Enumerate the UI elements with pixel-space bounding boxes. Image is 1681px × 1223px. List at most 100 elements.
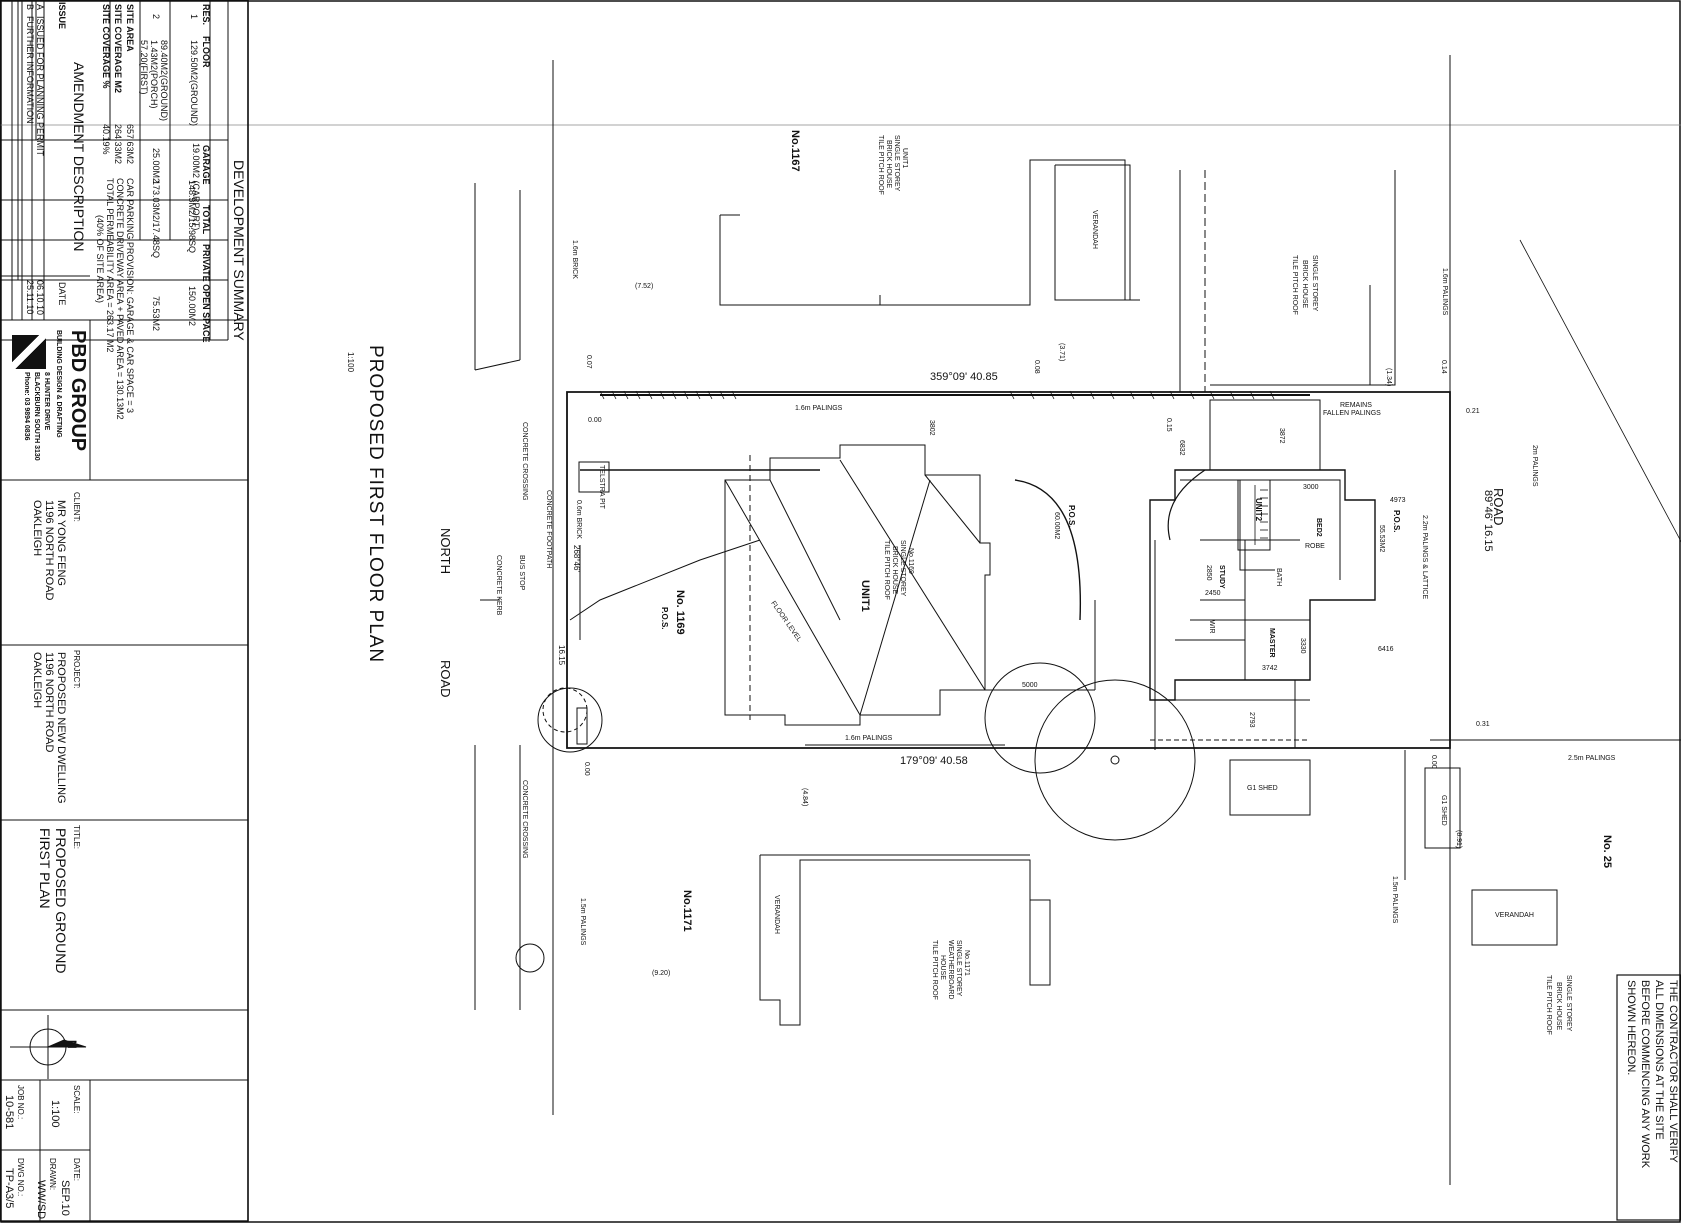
fallen-palings-label: FALLEN PALINGS [1323, 410, 1381, 417]
offset-008: 0.08 [1033, 360, 1040, 374]
house-25-line-3: TILE PITCH ROOF [1545, 975, 1552, 1035]
amend-a-desc: ISSUED FOR PLANNING PERMIT [35, 16, 45, 157]
room-study: STUDY [1218, 565, 1225, 589]
dim-2793: 2793 [1248, 712, 1255, 728]
amend-a-issue: A [35, 4, 45, 11]
house-1169-line-4: TILE PITCH ROOF [883, 540, 890, 600]
table-header-garage: GARAGE [201, 145, 211, 185]
drawn-label: DRAWN: [48, 1158, 57, 1191]
title-label: TITLE: [72, 825, 81, 850]
title-line-1: PROPOSED GROUND [53, 828, 69, 974]
job-value: 10-581 [3, 1095, 15, 1130]
verandah-25: VERANDAH [1495, 912, 1534, 919]
telstra-pit: TELSTRA PIT [598, 465, 605, 509]
pos-unit1-area: 60.00M2 [1053, 512, 1060, 540]
gi-shed-vertical: G1 SHED [1440, 795, 1447, 826]
note-car-parking: CAR PARKING PROVISION: GARAGE & CAR SPAC… [125, 178, 135, 413]
brick-16-label: 1.6m BRICK [571, 240, 578, 279]
dim-6416: 6416 [1378, 646, 1394, 653]
house-1171-line-4: HOUSE [939, 955, 946, 980]
table-header-floor: FLOOR [201, 36, 211, 68]
notice-line-1: THE CONTRACTOR SHALL VERIFY [1667, 980, 1679, 1163]
offset-000-tree: 0.00 [583, 762, 590, 776]
dim-2450: 2450 [1205, 590, 1221, 597]
dim-3000: 3000 [1303, 484, 1319, 491]
house-top-line-3: TILE PITCH ROOF [1291, 255, 1298, 315]
notice-line-3: BEFORE COMMENCING ANY WORK [1639, 980, 1651, 1169]
neighbour-dim-920: (9.20) [652, 970, 671, 977]
dim-3872: 3872 [1278, 428, 1285, 444]
remains-label: REMAINS [1340, 402, 1372, 409]
project-line-2: 1196 NORTH ROAD [43, 652, 55, 753]
dim-5000: 5000 [1022, 682, 1038, 689]
concrete-crossing-top: CONCRETE CROSSING [521, 422, 528, 501]
lot-1167-label: No.1167 [789, 130, 801, 172]
table-header-res: RES. [201, 4, 211, 26]
room-bath: BATH [1275, 568, 1282, 587]
client-line-1: MR YONG FENG [55, 500, 67, 586]
house-top-line-2: BRICK HOUSE [1301, 260, 1308, 309]
plan-title: PROPOSED FIRST FLOOR PLAN [365, 345, 386, 664]
unit-1167-line-2: SINGLE STOREY [893, 135, 900, 192]
company-logo-icon [12, 335, 46, 369]
bearing-bottom: 179°09' 40.58 [900, 755, 968, 767]
site-coverage-pct-value: 40.19% [101, 124, 111, 155]
offset-000-left: 0.00 [588, 417, 602, 424]
amend-a-date: 06.10.10 [35, 280, 45, 316]
neighbour-dim-484: (4.84) [801, 788, 808, 807]
date-label: DATE: [72, 1158, 81, 1181]
house-25-line-2: BRICK HOUSE [1555, 982, 1562, 1031]
room-bed2: BED2 [1315, 518, 1322, 537]
bearing-left: 268°46' [572, 545, 581, 572]
site-area-value: 657.63M2 [125, 124, 135, 165]
dim-left: 16.15 [557, 645, 566, 666]
offset-031: 0.31 [1476, 721, 1490, 728]
house-1171-line-1: No.1171 [963, 950, 970, 976]
house-25-line-1: SINGLE STOREY [1565, 975, 1572, 1032]
row2-floor-porch: 1.43M2(PORCH) [149, 40, 159, 109]
neighbour-dim-752: (7.52) [635, 283, 654, 290]
verandah-1171: VERANDAH [773, 895, 780, 934]
client-line-2: 1196 NORTH ROAD [43, 500, 55, 601]
palings-22: 2.2m PALINGS & LATTICE [1421, 515, 1428, 600]
row1-pos: 150.00M2 [187, 286, 197, 327]
concrete-footpath: CONCRETE FOOTPATH [545, 490, 552, 569]
offset-007: 0.07 [585, 355, 592, 369]
house-top-line-1: SINGLE STOREY [1311, 255, 1318, 312]
pos-unit1-label: P.O.S. [1067, 505, 1076, 528]
offset-015: 0.15 [1165, 418, 1172, 432]
gi-shed-right: G1 SHED [1247, 785, 1278, 792]
company-phone: Phone: 03 9894 0836 [23, 372, 30, 441]
site-coverage-m2-value: 264.33M2 [113, 124, 123, 165]
palings-top: 1.6m PALINGS [795, 405, 843, 412]
note-permeability-pct: (40% OF SITE AREA) [95, 215, 105, 304]
house-1169-line-2: SINGLE STOREY [899, 540, 906, 597]
lot-1171-label: No.1171 [681, 890, 693, 932]
brick-06-label: 0.6m BRICK [575, 500, 582, 539]
company-sub: BUILDING DESIGN & DRAFTING [55, 330, 62, 438]
job-label: JOB NO.: [16, 1085, 25, 1120]
amend-header-issue: ISSUE [57, 2, 67, 30]
dim-3742: 3742 [1262, 665, 1278, 672]
table-header-total: TOTAL [201, 205, 211, 235]
palings-15: 1.5m PALINGS [579, 898, 586, 946]
row1-total: 148.5M2/15.98SQ [187, 180, 197, 254]
bearing-top: 359°09' 40.85 [930, 371, 998, 383]
notice-line-2: ALL DIMENSIONS AT THE SITE [1653, 980, 1665, 1140]
palings-16-top-right: 1.6m PALINGS [1441, 268, 1448, 316]
company-addr1: 8 HUNTER DRIVE [43, 372, 50, 431]
palings-15-right: 1.5m PALINGS [1391, 876, 1398, 924]
concrete-kerb: CONCRETE KERB [495, 555, 502, 616]
bearing-right: 89°46' 16.15 [1482, 490, 1494, 552]
scale-value: 1:100 [49, 1100, 61, 1128]
plan-scale: 1:100 [346, 352, 355, 373]
pos-unit2-area: 55.53M2 [1378, 525, 1385, 553]
road-label-north: NORTH [438, 528, 453, 574]
unit-1167-line-3: BRICK HOUSE [885, 140, 892, 189]
room-master: MASTER [1268, 628, 1275, 658]
amend-b-desc: FURTHER INFORMATION [25, 16, 35, 124]
dim-2850: 2850 [1205, 565, 1212, 581]
concrete-crossing-bottom: CONCRETE CROSSING [521, 780, 528, 859]
